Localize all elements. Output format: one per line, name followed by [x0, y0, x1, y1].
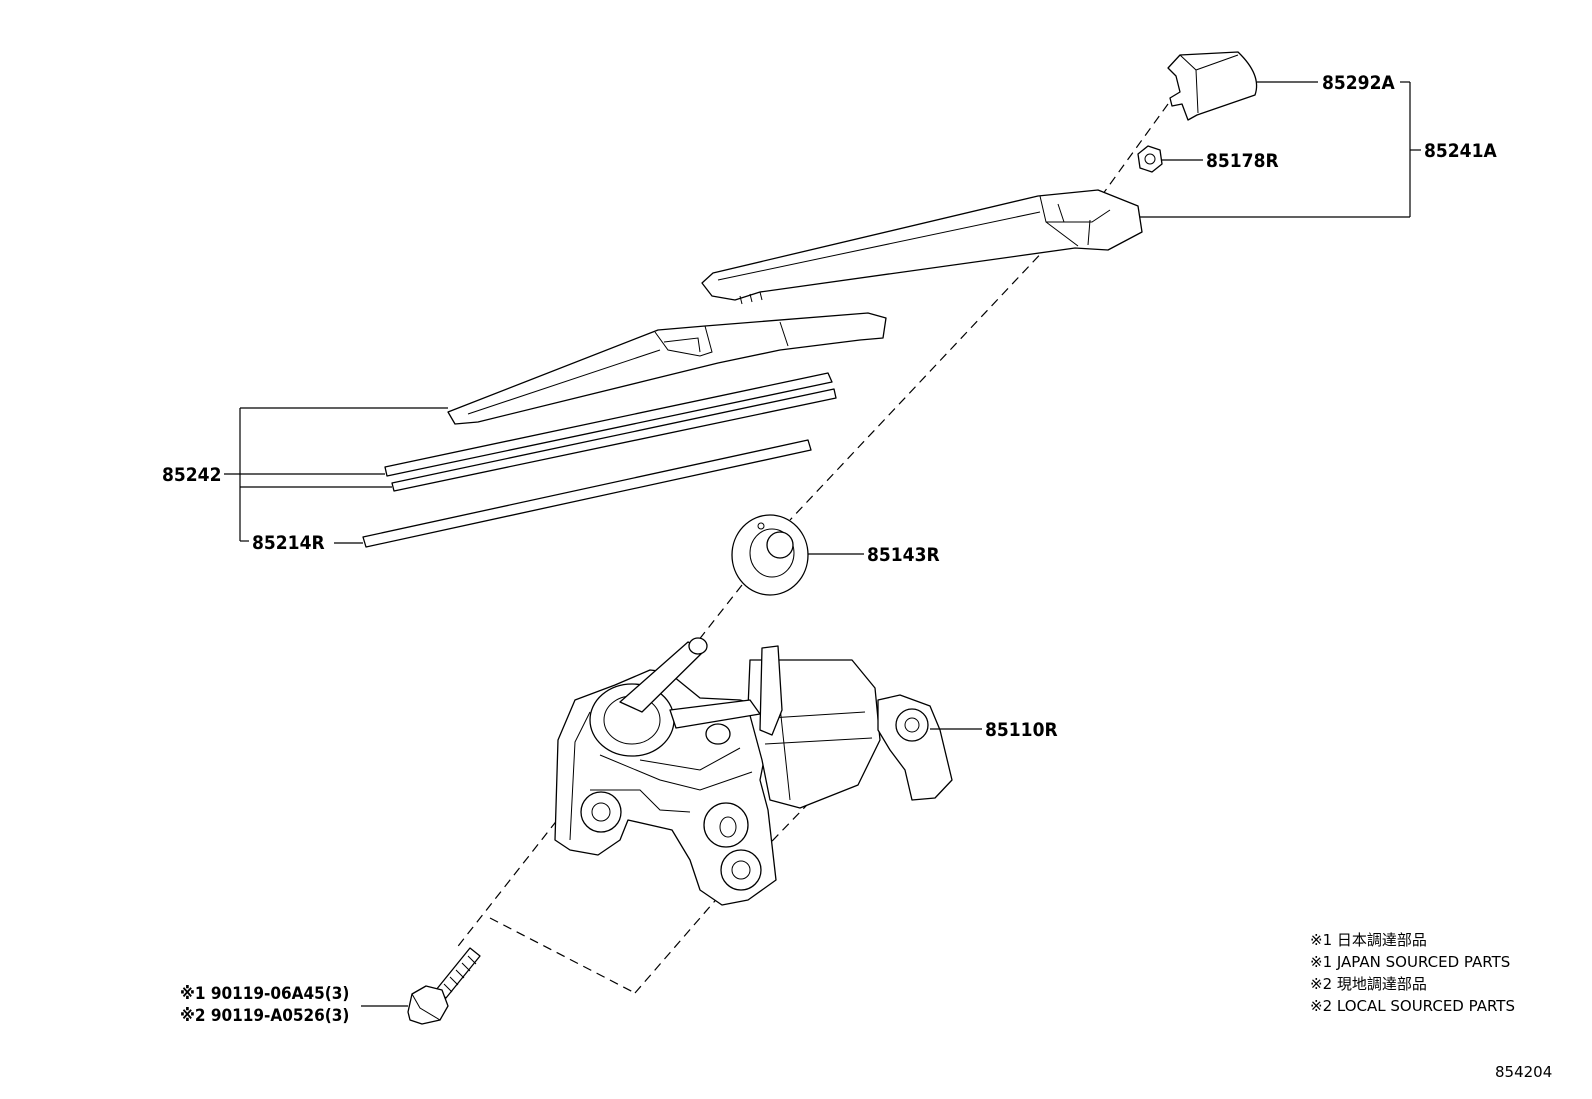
label-bolt-japan: ※1 90119-06A45(3)	[180, 984, 349, 1004]
leader-lines	[224, 81, 1421, 1007]
sourcing-notes: ※1 日本調達部品 ※1 JAPAN SOURCED PARTS ※2 現地調達…	[1310, 931, 1515, 1015]
note-local-en: ※2 LOCAL SOURCED PARTS	[1310, 997, 1515, 1015]
part-callouts: 85292A 85241A 85178R 85242 85214R 85143R…	[162, 72, 1497, 1026]
wiper-blade-assembly	[447, 312, 887, 425]
label-85143R: 85143R	[867, 544, 940, 566]
label-85242: 85242	[162, 464, 221, 486]
label-85214R: 85214R	[252, 532, 325, 554]
label-85110R: 85110R	[985, 719, 1058, 741]
label-bolt-local: ※2 90119-A0526(3)	[180, 1006, 349, 1026]
label-85241A: 85241A	[1424, 140, 1497, 162]
figure-id: 854204	[1495, 1063, 1552, 1081]
pivot-cap	[731, 514, 809, 596]
note-japan-jp: ※1 日本調達部品	[1310, 931, 1427, 949]
note-local-jp: ※2 現地調達部品	[1310, 975, 1427, 993]
wiper-motor-assembly	[554, 637, 953, 906]
wiper-blade-rubber	[362, 439, 812, 548]
wiper-blade-strips	[384, 372, 837, 492]
mounting-bolt	[407, 947, 481, 1025]
wiper-arm-nut	[1137, 145, 1163, 173]
label-85292A: 85292A	[1322, 72, 1395, 94]
note-japan-en: ※1 JAPAN SOURCED PARTS	[1310, 953, 1510, 971]
wiper-arm-cover	[1167, 51, 1258, 121]
label-85178R: 85178R	[1206, 150, 1279, 172]
wiper-arm	[701, 189, 1143, 305]
